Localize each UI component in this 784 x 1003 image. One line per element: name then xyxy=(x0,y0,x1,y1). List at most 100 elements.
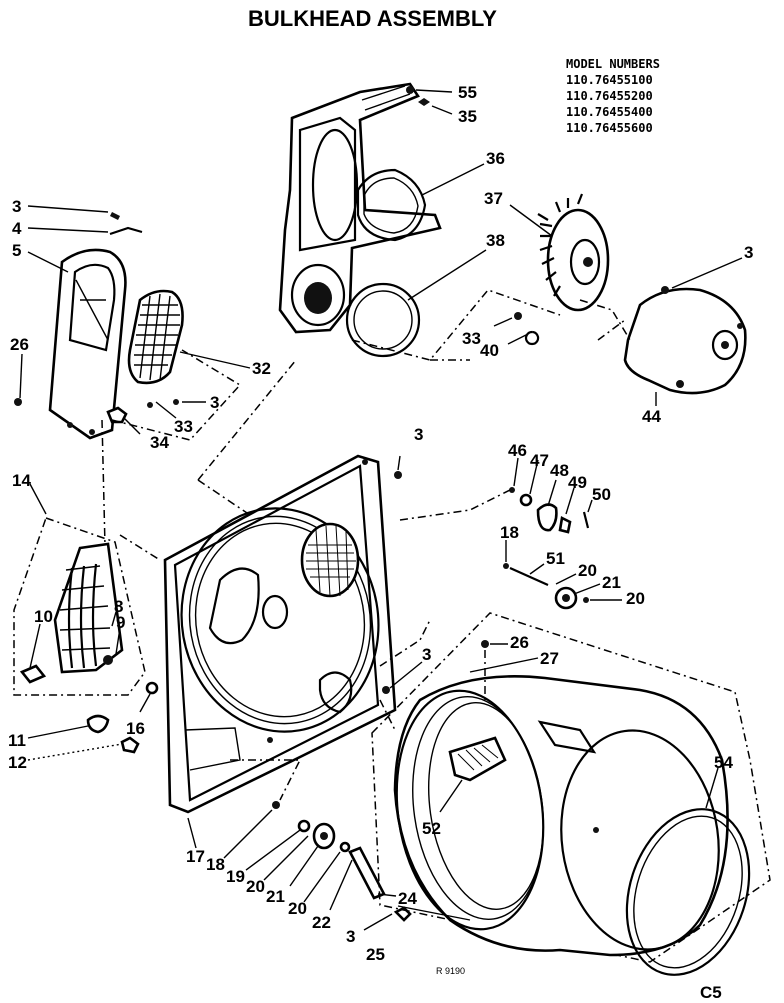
baffle-52 xyxy=(448,736,507,782)
label-40: 40 xyxy=(480,341,499,360)
label-55: 55 xyxy=(458,83,477,102)
lint-screen-32 xyxy=(127,289,184,385)
label-20-b: 20 xyxy=(626,589,645,608)
thermostat-11 xyxy=(86,714,110,734)
blower-fan-housing-44 xyxy=(623,287,747,395)
duct-seal-38 xyxy=(345,282,421,358)
screw-33-left xyxy=(147,402,153,408)
ring-22 xyxy=(339,841,351,853)
label-48: 48 xyxy=(550,461,569,480)
washer-19 xyxy=(297,819,311,833)
spacer-49 xyxy=(558,516,572,534)
screw-26-drum xyxy=(481,640,489,648)
bolt-18-right xyxy=(503,563,509,569)
drum-seal-54 xyxy=(625,808,751,976)
screw-3-panel xyxy=(382,686,390,694)
screw-3-mid xyxy=(394,471,402,479)
drum-dashed-box xyxy=(371,612,771,963)
label-35: 35 xyxy=(458,107,477,126)
screw-55 xyxy=(406,86,414,94)
label-9: 9 xyxy=(116,613,125,632)
label-3-bottom: 3 xyxy=(346,927,355,946)
model-number-3: 110.76455400 xyxy=(566,105,653,119)
label-20-c: 20 xyxy=(246,877,265,896)
label-52: 52 xyxy=(422,819,441,838)
clip-34 xyxy=(106,406,128,424)
label-24: 24 xyxy=(398,889,417,908)
model-numbers-block: MODEL NUMBERS 110.76455100 110.76455200 … xyxy=(566,57,660,135)
washer-16 xyxy=(145,681,159,695)
assembly-lines xyxy=(101,289,631,801)
label-33-right: 33 xyxy=(462,329,481,348)
model-numbers-heading: MODEL NUMBERS xyxy=(566,57,660,71)
model-number-2: 110.76455200 xyxy=(566,89,653,103)
label-21-right: 21 xyxy=(602,573,621,592)
label-8: 8 xyxy=(114,597,123,616)
label-22: 22 xyxy=(312,913,331,932)
part-labels: 55 35 36 37 38 3 33 40 44 3 4 5 26 32 3 … xyxy=(8,83,753,964)
model-number-4: 110.76455600 xyxy=(566,121,653,135)
spring-clip-4 xyxy=(109,226,143,236)
pin-50 xyxy=(582,511,590,529)
bulkhead-17 xyxy=(163,454,397,814)
screw-3-top xyxy=(110,212,120,220)
label-18-bottom: 18 xyxy=(206,855,225,874)
shaft-51 xyxy=(509,566,549,587)
heater-element-14 xyxy=(19,542,124,684)
label-34: 34 xyxy=(150,433,169,452)
label-49: 49 xyxy=(568,473,587,492)
screw-3-fan xyxy=(661,286,669,294)
screw-26-left xyxy=(14,398,22,406)
label-3-top: 3 xyxy=(12,197,21,216)
label-20-a: 20 xyxy=(578,561,597,580)
label-51: 51 xyxy=(546,549,565,568)
label-36: 36 xyxy=(486,149,505,168)
label-38: 38 xyxy=(486,231,505,250)
label-44: 44 xyxy=(642,407,661,426)
label-3-left: 3 xyxy=(210,393,219,412)
label-11: 11 xyxy=(8,731,26,750)
label-16: 16 xyxy=(126,719,145,738)
diagram-title: BULKHEAD ASSEMBLY xyxy=(248,6,497,31)
screw-3-left xyxy=(173,399,179,405)
ring-20-right xyxy=(583,597,589,603)
clip-35 xyxy=(418,98,430,106)
label-4: 4 xyxy=(12,219,22,238)
label-19: 19 xyxy=(226,867,245,886)
label-32: 32 xyxy=(252,359,271,378)
label-50: 50 xyxy=(592,485,611,504)
bracket-48 xyxy=(536,503,558,532)
heater-dashed-box xyxy=(13,517,146,696)
bolt-18-bottom xyxy=(272,801,280,809)
label-47: 47 xyxy=(530,451,549,470)
blower-fan-37 xyxy=(537,193,610,312)
label-54: 54 xyxy=(714,753,733,772)
drawing-code: R 9190 xyxy=(436,966,465,976)
label-27: 27 xyxy=(540,649,559,668)
label-3-fan: 3 xyxy=(744,243,753,262)
screw-33-right xyxy=(514,312,522,320)
label-3-mid: 3 xyxy=(414,425,423,444)
label-17: 17 xyxy=(186,847,205,866)
label-5: 5 xyxy=(12,241,21,260)
model-number-1: 110.76455100 xyxy=(566,73,653,87)
label-10: 10 xyxy=(34,607,53,626)
label-18-right: 18 xyxy=(500,523,519,542)
label-3-panel: 3 xyxy=(422,645,431,664)
label-26-left: 26 xyxy=(10,335,29,354)
washer-47 xyxy=(519,493,533,507)
label-26-drum: 26 xyxy=(510,633,529,652)
leader-lines xyxy=(19,89,743,931)
label-25: 25 xyxy=(366,945,385,964)
label-33-left: 33 xyxy=(174,417,193,436)
label-12: 12 xyxy=(8,753,27,772)
label-37: 37 xyxy=(484,189,503,208)
shaft-24 xyxy=(348,846,386,900)
label-21-bottom: 21 xyxy=(266,887,285,906)
fuse-12 xyxy=(120,736,140,754)
lint-duct-5 xyxy=(48,248,127,440)
label-46: 46 xyxy=(508,441,527,460)
corner-code: C5 xyxy=(700,983,722,1002)
duct-seal-36 xyxy=(356,168,427,242)
